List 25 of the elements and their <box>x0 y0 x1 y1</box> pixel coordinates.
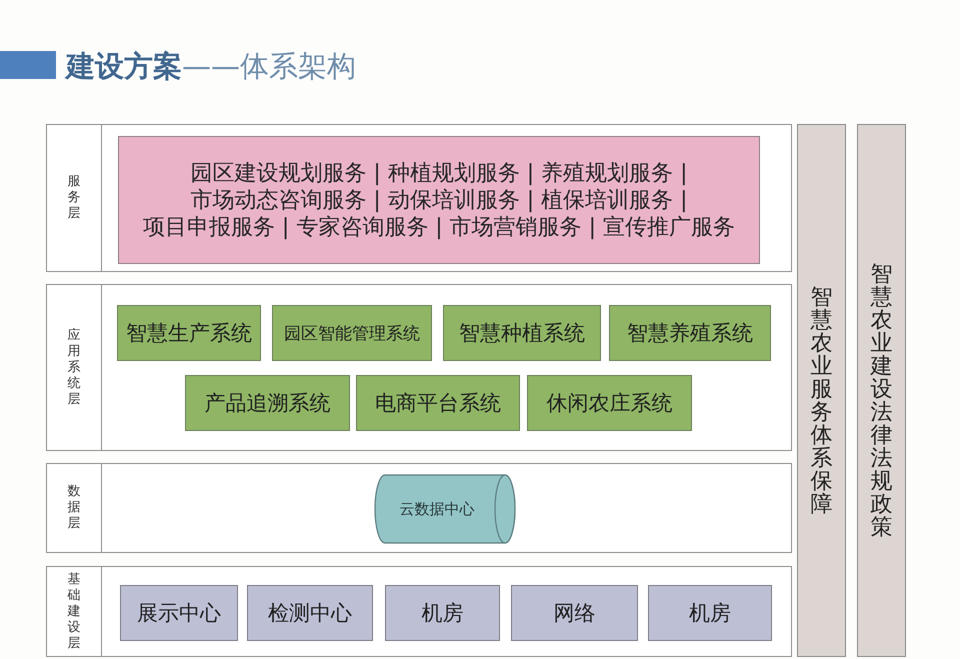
system-box: 电商平台系统 <box>356 375 520 431</box>
layer-panel <box>46 284 792 451</box>
facility-box: 展示中心 <box>120 585 238 641</box>
layer-label: 服务层 <box>67 174 81 222</box>
layer-label: 应用系统层 <box>67 328 81 408</box>
vertical-banner: 智慧农业服务体系保障 <box>797 124 846 657</box>
page-title: 建设方案——体系架构 <box>66 48 356 85</box>
layer-panel <box>46 566 792 657</box>
system-box: 智慧种植系统 <box>443 305 601 361</box>
layer-label: 基础建设层 <box>67 572 81 652</box>
layer-panel <box>46 463 792 553</box>
system-box: 园区智能管理系统 <box>272 305 432 361</box>
layer-panel <box>46 124 792 272</box>
database-cylinder: 云数据中心 <box>374 474 516 544</box>
service-box: 园区建设规划服务 | 种植规划服务 | 养殖规划服务 | 市场动态咨询服务 | 动保培训服务 | 植保培训服务 | 项目申报服务 | 专家咨询服务 | 市场营销服务 | 宣传推广服务 <box>118 136 760 264</box>
facility-box: 机房 <box>385 585 500 641</box>
system-box: 产品追溯系统 <box>185 375 350 431</box>
facility-box: 机房 <box>648 585 772 641</box>
facility-box: 检测中心 <box>247 585 373 641</box>
facility-box: 网络 <box>511 585 638 641</box>
system-box: 休闲农庄系统 <box>527 375 692 431</box>
system-box: 智慧生产系统 <box>117 305 261 361</box>
layer-label: 数据层 <box>67 484 81 532</box>
system-box: 智慧养殖系统 <box>609 305 771 361</box>
vertical-banner: 智慧农业建设法律法规政策 <box>857 124 906 657</box>
